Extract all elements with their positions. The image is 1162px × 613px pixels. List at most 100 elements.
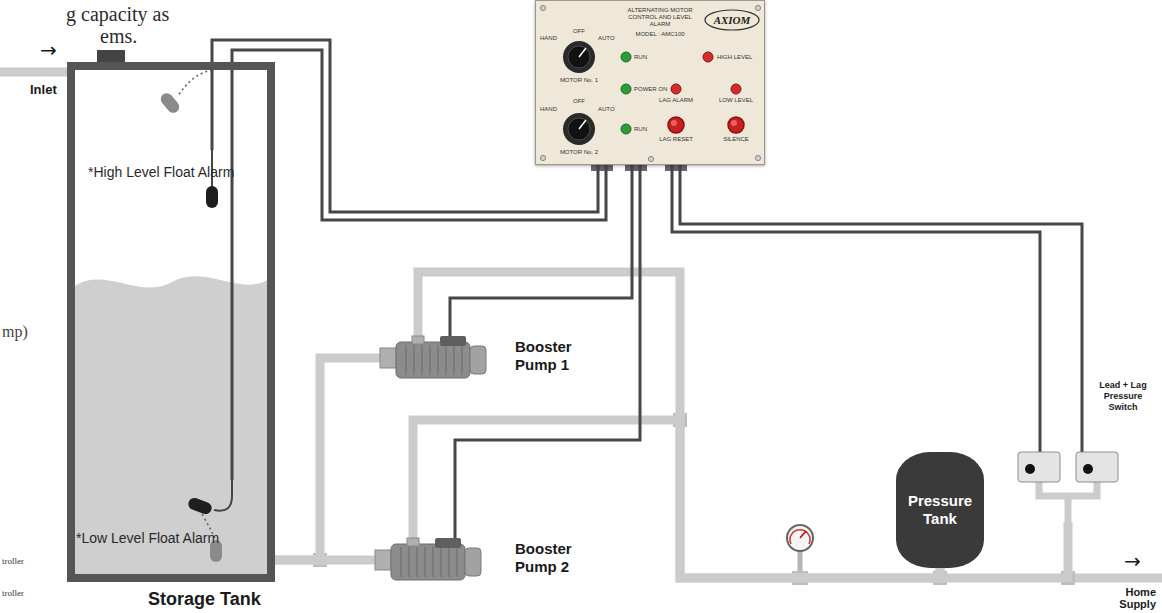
pump-body bbox=[391, 544, 465, 580]
float-travel bbox=[202, 514, 216, 540]
panel-text: OFF bbox=[573, 98, 585, 105]
push-button bbox=[668, 117, 684, 133]
flow-arrow: → bbox=[40, 38, 57, 62]
model-number: MODEL : AMC100 bbox=[618, 31, 702, 38]
panel-text: RUN bbox=[634, 126, 647, 133]
pump-symbol bbox=[380, 336, 490, 380]
float-travel bbox=[178, 70, 212, 96]
switch-symbol bbox=[1016, 452, 1120, 522]
junction-box bbox=[435, 538, 461, 548]
pump-inlet bbox=[380, 348, 396, 368]
button-highlight bbox=[731, 120, 737, 126]
motor-fin bbox=[413, 345, 415, 375]
cable-gland bbox=[591, 165, 613, 171]
pump-label: Booster Pump 2 bbox=[515, 540, 589, 576]
motor-fin bbox=[456, 547, 458, 577]
pump-label: Booster Pump 1 bbox=[515, 338, 589, 374]
page-text: ems. bbox=[100, 24, 137, 48]
knob-grip bbox=[568, 118, 590, 140]
flow-arrow: → bbox=[1124, 549, 1141, 573]
control-wire bbox=[672, 165, 1040, 452]
float-switch: *High Level Float Alarm bbox=[84, 150, 224, 210]
panel-screw bbox=[755, 5, 760, 10]
control-wire bbox=[450, 165, 632, 336]
control-panel: ALTERNATING MOTOR CONTROL AND LEVEL ALAR… bbox=[535, 0, 765, 165]
water-pipe bbox=[275, 556, 375, 565]
float-icon bbox=[76, 480, 251, 572]
control-wire bbox=[455, 165, 640, 538]
tank-body bbox=[896, 452, 984, 568]
pump-inlet bbox=[375, 550, 391, 570]
pump-body bbox=[396, 342, 470, 378]
supply-pipe bbox=[1068, 574, 1162, 583]
gauge-scale bbox=[790, 530, 810, 544]
switch-box bbox=[1018, 452, 1060, 482]
brand-logo: AXIOM bbox=[706, 13, 758, 27]
booster-pump: Booster Pump 1 bbox=[380, 336, 490, 380]
panel-text: SILENCE bbox=[711, 136, 761, 143]
switch-port bbox=[1083, 464, 1093, 474]
red-lamp bbox=[731, 84, 741, 94]
push-button bbox=[728, 117, 744, 133]
pressure-switch: Lead + Lag Pressure Switch bbox=[1016, 452, 1120, 522]
panel-text: MOTOR No. 1 bbox=[549, 77, 609, 84]
panel-text: HIGH LEVEL bbox=[717, 54, 752, 61]
junction-box bbox=[440, 336, 466, 346]
page-text: troller bbox=[2, 588, 24, 599]
motor-fin bbox=[437, 345, 439, 375]
motor-fin bbox=[461, 345, 463, 375]
float-cable bbox=[211, 150, 213, 188]
panel-text: MOTOR No. 2 bbox=[549, 149, 609, 156]
green-lamp bbox=[621, 52, 631, 62]
panel-text: RUN bbox=[634, 54, 647, 61]
gauge-needle bbox=[800, 531, 806, 538]
flow-label: Home Supply bbox=[1108, 586, 1156, 610]
knob-grip bbox=[568, 46, 590, 68]
float-body bbox=[187, 496, 214, 515]
switch-label: Lead + Lag Pressure Switch bbox=[1092, 380, 1154, 413]
pressure-tank: Pressure Tank bbox=[896, 452, 984, 568]
panel-screw bbox=[755, 155, 760, 160]
alarm-label: *Low Level Float Alarm bbox=[76, 530, 176, 547]
page-text: troller bbox=[2, 556, 24, 567]
flow-label: Inlet bbox=[30, 82, 57, 98]
cable-gland bbox=[665, 165, 687, 171]
storage-tank: Storage Tank*High Level Float Alarm*Low … bbox=[67, 62, 275, 582]
control-wire bbox=[680, 165, 1082, 452]
logo-oval bbox=[705, 10, 759, 30]
float-raised bbox=[158, 91, 181, 116]
panel-text: LAG RESET bbox=[651, 136, 701, 143]
motor-fin bbox=[448, 547, 450, 577]
pump-symbol bbox=[375, 538, 485, 582]
motor-fin bbox=[453, 345, 455, 375]
water-pipe bbox=[275, 358, 380, 560]
selector-knob bbox=[563, 113, 595, 145]
panel-text: AUTO bbox=[598, 106, 615, 113]
green-lamp bbox=[621, 124, 631, 134]
button-highlight bbox=[671, 120, 677, 126]
selector-knob bbox=[563, 41, 595, 73]
panel-screw bbox=[648, 156, 653, 161]
tank-water bbox=[75, 276, 267, 574]
panel-screw bbox=[540, 5, 545, 10]
red-lamp bbox=[671, 84, 681, 94]
switch-port bbox=[1025, 464, 1035, 474]
panel-text: AUTO bbox=[598, 35, 615, 42]
motor-cap bbox=[465, 548, 481, 576]
tank-text: Pressure Tank bbox=[900, 492, 980, 528]
inlet-pipe bbox=[0, 68, 67, 77]
tank-label: Storage Tank bbox=[148, 588, 261, 610]
motor-fin bbox=[416, 547, 418, 577]
motor-fin bbox=[405, 345, 407, 375]
motor-cap bbox=[470, 346, 486, 374]
panel-text: POWER ON bbox=[634, 86, 667, 93]
knob-pointer bbox=[579, 48, 586, 57]
motor-fin bbox=[445, 345, 447, 375]
knob-pointer bbox=[579, 120, 586, 129]
red-lamp bbox=[703, 52, 713, 62]
panel-text: HAND bbox=[540, 106, 557, 113]
float-cable bbox=[214, 480, 232, 511]
panel-text: LAG ALARM bbox=[651, 97, 701, 104]
